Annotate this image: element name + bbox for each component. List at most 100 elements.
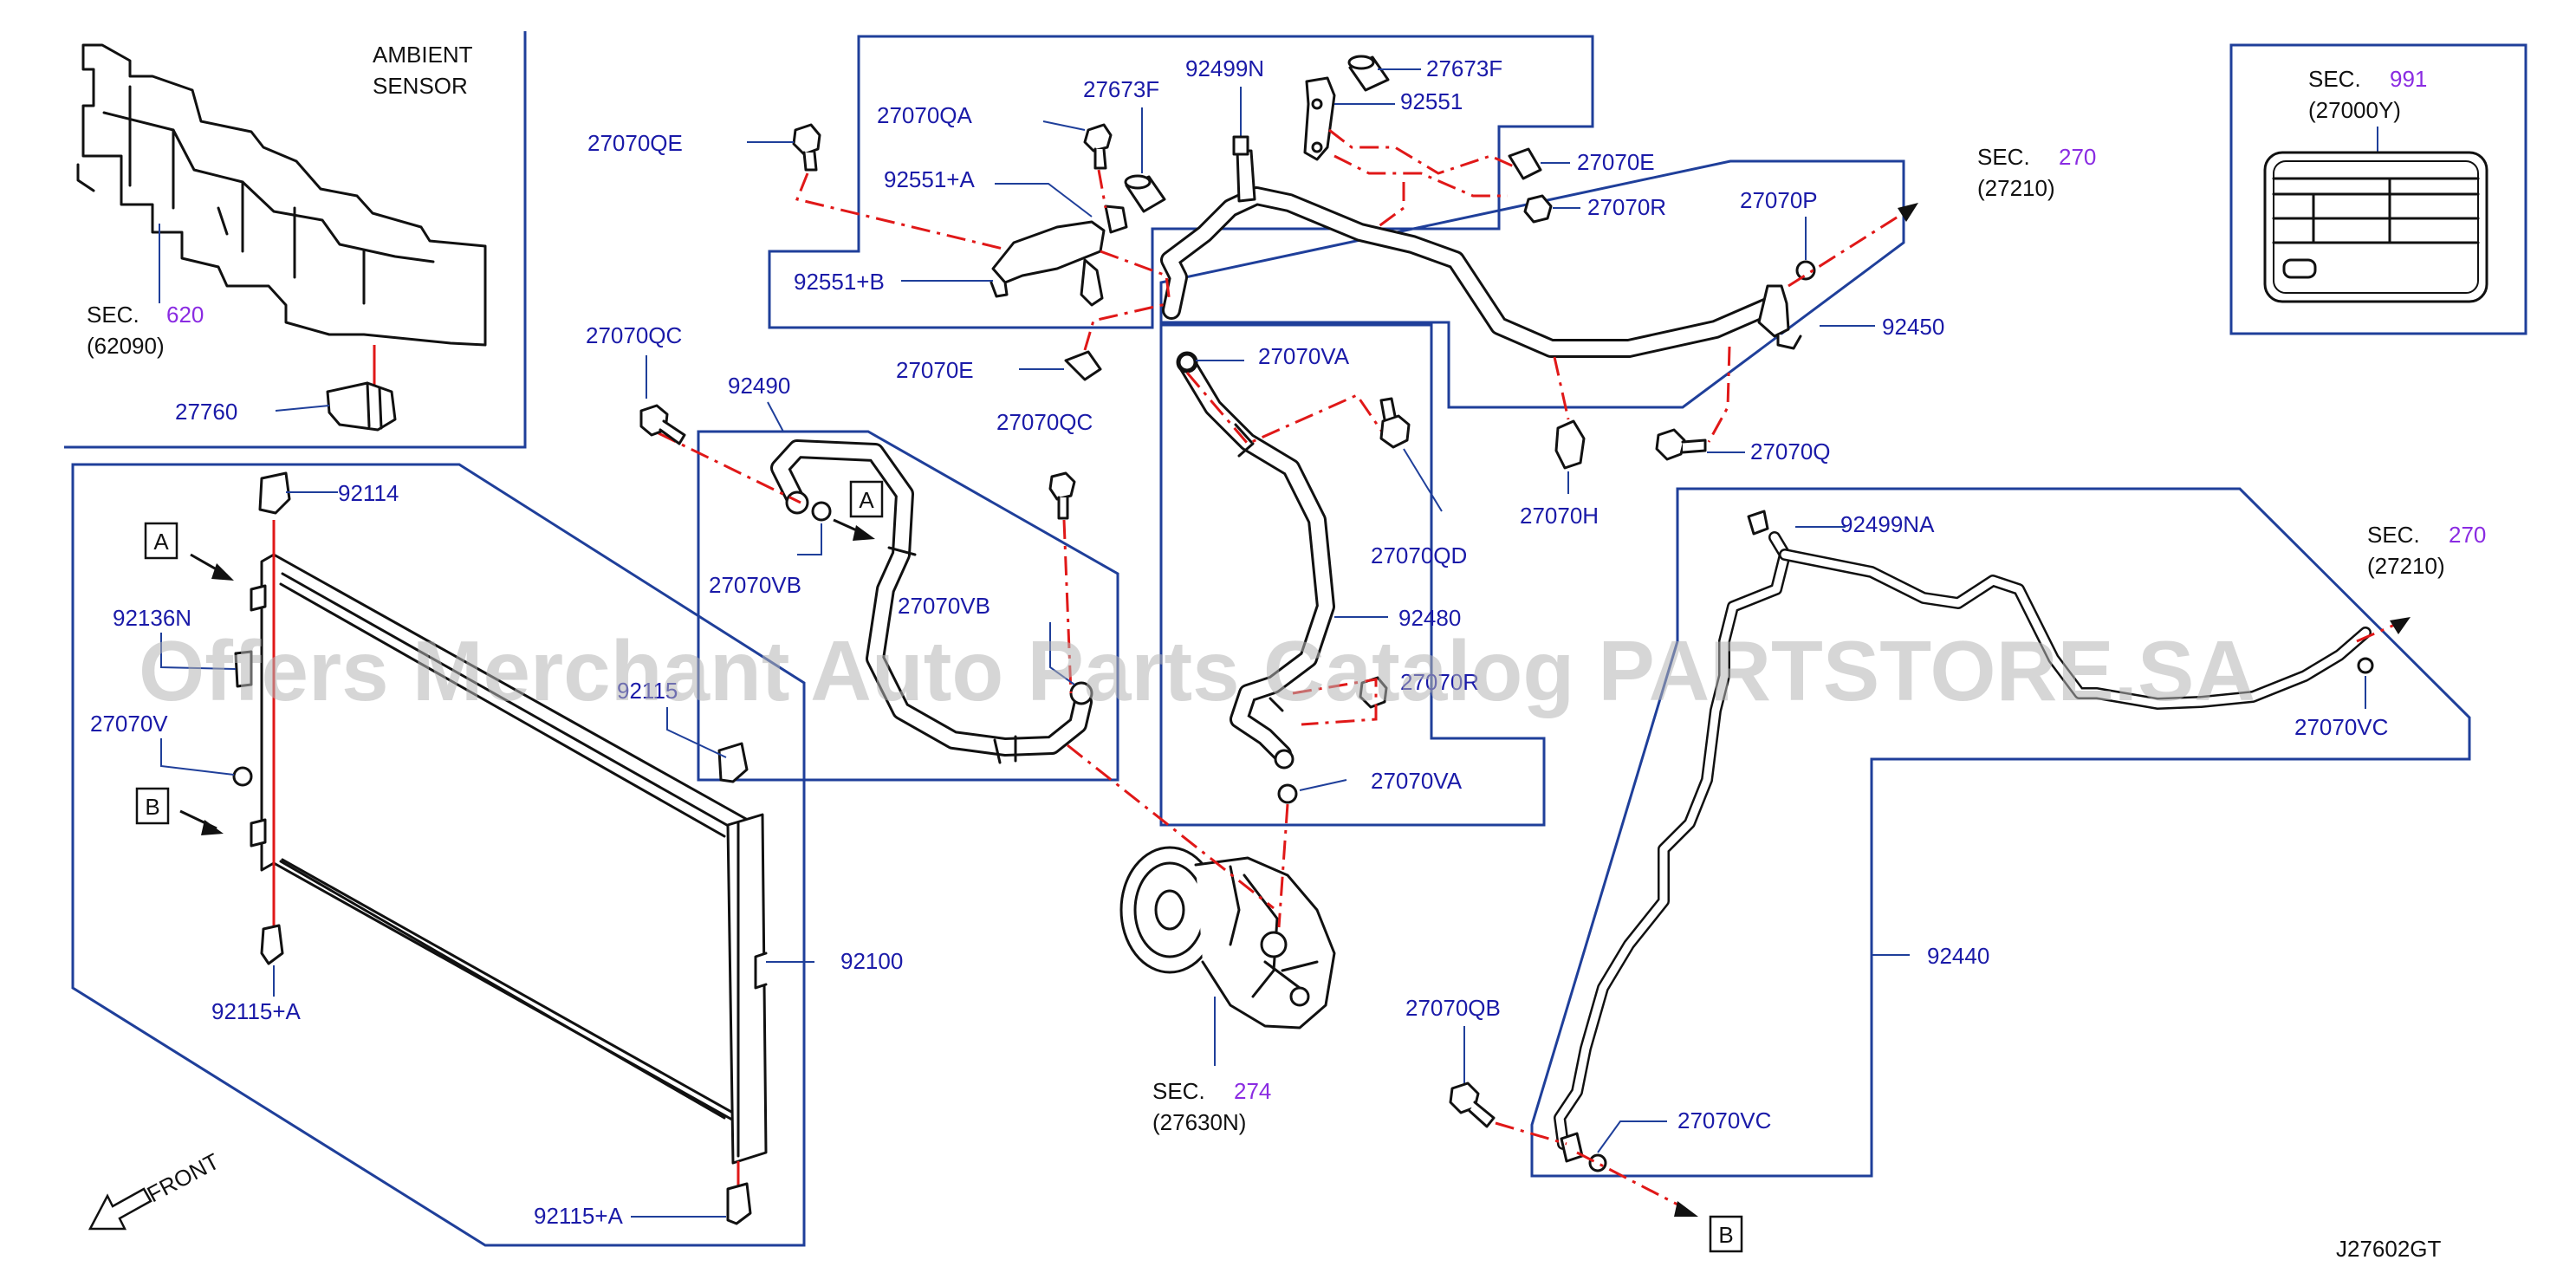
label-27070QC-a: 27070QC (586, 322, 682, 348)
label-27070VC-a: 27070VC (2294, 714, 2388, 740)
sec274-part: (27630N) (1152, 1109, 1246, 1135)
label-991-frame (2229, 43, 2527, 335)
bracket-92551-right (1303, 76, 1336, 161)
hose-92490 (770, 439, 1093, 764)
ambient-sensor-frame (64, 31, 527, 449)
upper-pipe-frame (768, 35, 1594, 329)
marker-b-right: B (1718, 1222, 1733, 1248)
nut-27070R (1523, 194, 1553, 224)
label-27070Q: 27070Q (1750, 438, 1831, 464)
label-27070QE: 27070QE (587, 130, 683, 156)
label-27070P: 27070P (1740, 187, 1818, 213)
sec270b-number: 270 (2449, 522, 2486, 548)
sec274-prefix: SEC. (1152, 1078, 1205, 1104)
qa-leader (1042, 120, 1086, 131)
sec620-number: 620 (166, 302, 204, 328)
oring-27070VC-b (1588, 1153, 1607, 1172)
ambient-sensor-part (326, 381, 397, 432)
p92136N-leader (160, 633, 237, 670)
label-92551B: 92551+B (794, 269, 885, 295)
label-27760: 27760 (175, 399, 237, 425)
label-92136N: 92136N (113, 605, 191, 631)
label-92114: 92114 (338, 480, 399, 506)
qd-leader (1403, 448, 1443, 512)
qa-centerline (1097, 169, 1107, 209)
label-27070VB-b: 27070VB (898, 593, 990, 619)
condenser-92100 (260, 553, 768, 1165)
label-92490: 92490 (728, 373, 790, 399)
sec620-part: (62090) (87, 333, 165, 359)
label-27070R: 27070R (1587, 194, 1666, 220)
p92551A-leader (995, 183, 1093, 218)
pipe-92450 (1160, 149, 1802, 358)
pipe-92440 (1554, 510, 2372, 1163)
sec270b-prefix: SEC. (2367, 522, 2420, 548)
label-92499NA: 92499NA (1840, 511, 1935, 537)
label-27070V: 27070V (90, 711, 168, 737)
label-27070QB: 27070QB (1405, 995, 1501, 1021)
p27760-leader (275, 405, 330, 412)
oring-27070VA-b (1277, 783, 1298, 804)
label-92100: 92100 (840, 948, 903, 974)
bolt-27070Q (1655, 428, 1707, 461)
label-27070QA: 27070QA (877, 102, 973, 128)
sec270a-part: (27210) (1977, 175, 2055, 201)
qc-a-centerline (658, 432, 801, 504)
bracket-right-centerline3 (1377, 182, 1405, 229)
label-27070VA-a: 27070VA (1258, 343, 1350, 369)
sec274-number: 274 (1234, 1078, 1271, 1104)
sec270a-number: 270 (2059, 144, 2096, 170)
e-a-centerline (1100, 250, 1171, 304)
oring-27070VA-a (1178, 353, 1197, 372)
label-92440: 92440 (1927, 943, 1989, 969)
vb-b-leader (1049, 622, 1075, 685)
label-92115A-b: 92115+A (534, 1203, 624, 1229)
marker-a-arrowhead-mid (853, 525, 875, 541)
label-27070VC-b: 27070VC (1677, 1107, 1771, 1133)
bolt-27070QB (1449, 1081, 1496, 1128)
pipe-92450-frame (1159, 159, 1905, 409)
bolt-27070R-b (1359, 676, 1388, 709)
label-92551A: 92551+A (884, 166, 975, 192)
front-arrow (88, 1187, 152, 1231)
sec270a-prefix: SEC. (1977, 144, 2030, 170)
label-27070H: 27070H (1520, 503, 1599, 529)
label-27070R-b: 27070R (1400, 669, 1479, 695)
label-92115A-a: 92115+A (211, 998, 302, 1024)
clip-27070E-b (1508, 147, 1542, 180)
pipe-92440-frame (1530, 487, 2471, 1178)
frames (64, 31, 2527, 1247)
r-b-centerline (1292, 678, 1378, 726)
hose-92480-frame (1159, 323, 1546, 827)
p27070V-leader (160, 738, 235, 776)
compressor-discharge-centerline (1067, 744, 1275, 910)
condenser-fittings (232, 471, 752, 1225)
clip-27070E-a (1064, 350, 1102, 381)
sleeve-27673F-a (1124, 174, 1166, 213)
e-a-centerline2 (1083, 302, 1171, 351)
sec270a-centerline (1788, 210, 1907, 288)
oring-27070VB-a (811, 501, 832, 522)
bumper-reinforcement (76, 43, 487, 347)
bolt-27070QD (1379, 397, 1411, 449)
marker-b-box-right (1709, 1215, 1743, 1253)
marker-b-left: B (145, 794, 159, 820)
label-92480: 92480 (1398, 605, 1461, 631)
p92490-leader (767, 401, 784, 432)
bracket-92551 (990, 205, 1128, 307)
ac-caution-label (2263, 151, 2488, 303)
condenser-frame (71, 463, 806, 1247)
bolt-27070QE (792, 123, 821, 172)
label-27070E-a: 27070E (896, 357, 974, 383)
bracket-right-centerline (1328, 128, 1522, 175)
marker-b-arrowhead-right (1674, 1201, 1698, 1217)
vb-a-leader (797, 523, 822, 555)
valve-92499N (1232, 135, 1249, 156)
marker-a-arrowhead-left (211, 563, 234, 581)
label-27070VA-b: 27070VA (1371, 768, 1463, 794)
ambient-label: AMBIENT (373, 42, 473, 68)
hose-92490-frame (697, 430, 1119, 782)
sec991-number: 991 (2390, 66, 2427, 92)
p92115-leader (666, 707, 727, 758)
